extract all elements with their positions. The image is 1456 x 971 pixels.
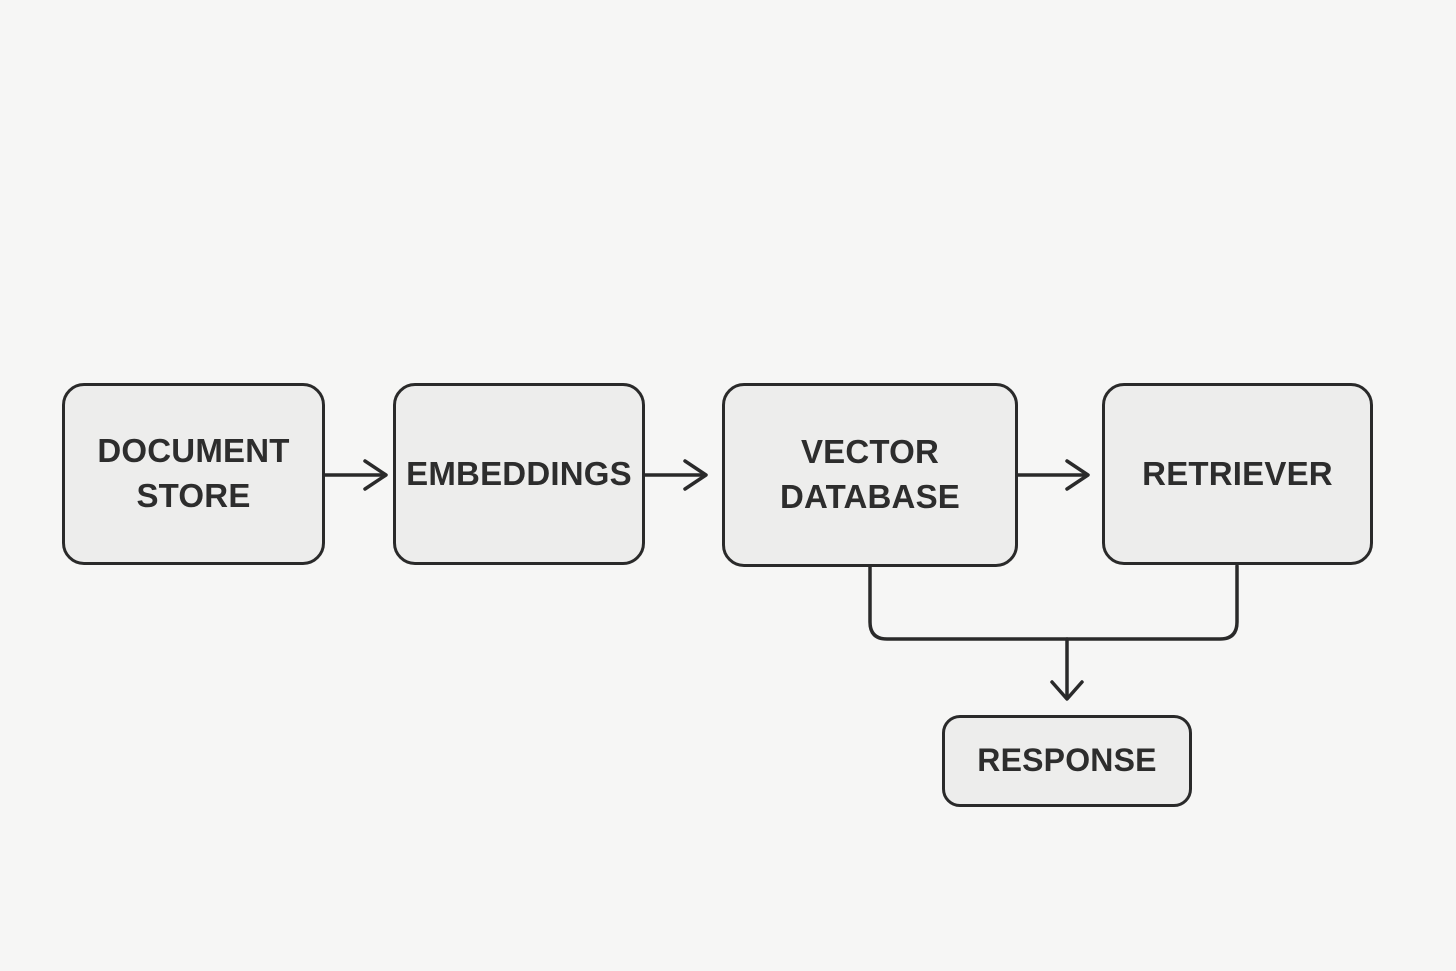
edge-embeddings-to-vector-database	[643, 459, 708, 491]
edge-vector-database-to-retriever	[1016, 459, 1090, 491]
arrowhead-icon	[1065, 459, 1090, 491]
arrowhead-icon	[363, 459, 388, 491]
node-vector-database: VECTOR DATABASE	[722, 383, 1018, 567]
edge-line	[868, 564, 1239, 641]
arrowhead-icon	[1050, 680, 1084, 701]
edge-merge-to-response	[868, 564, 1239, 701]
arrowhead-icon	[683, 459, 708, 491]
node-label: DOCUMENT STORE	[97, 432, 290, 514]
node-document-store: DOCUMENT STORE	[62, 383, 325, 565]
node-response: RESPONSE	[942, 715, 1192, 807]
node-label: RETRIEVER	[1142, 454, 1333, 492]
edge-document-store-to-embeddings	[323, 459, 388, 491]
node-label: RESPONSE	[977, 742, 1157, 779]
node-embeddings: EMBEDDINGS	[393, 383, 645, 565]
node-label: VECTOR DATABASE	[779, 433, 961, 515]
node-label: EMBEDDINGS	[406, 454, 632, 492]
node-retriever: RETRIEVER	[1102, 383, 1373, 565]
